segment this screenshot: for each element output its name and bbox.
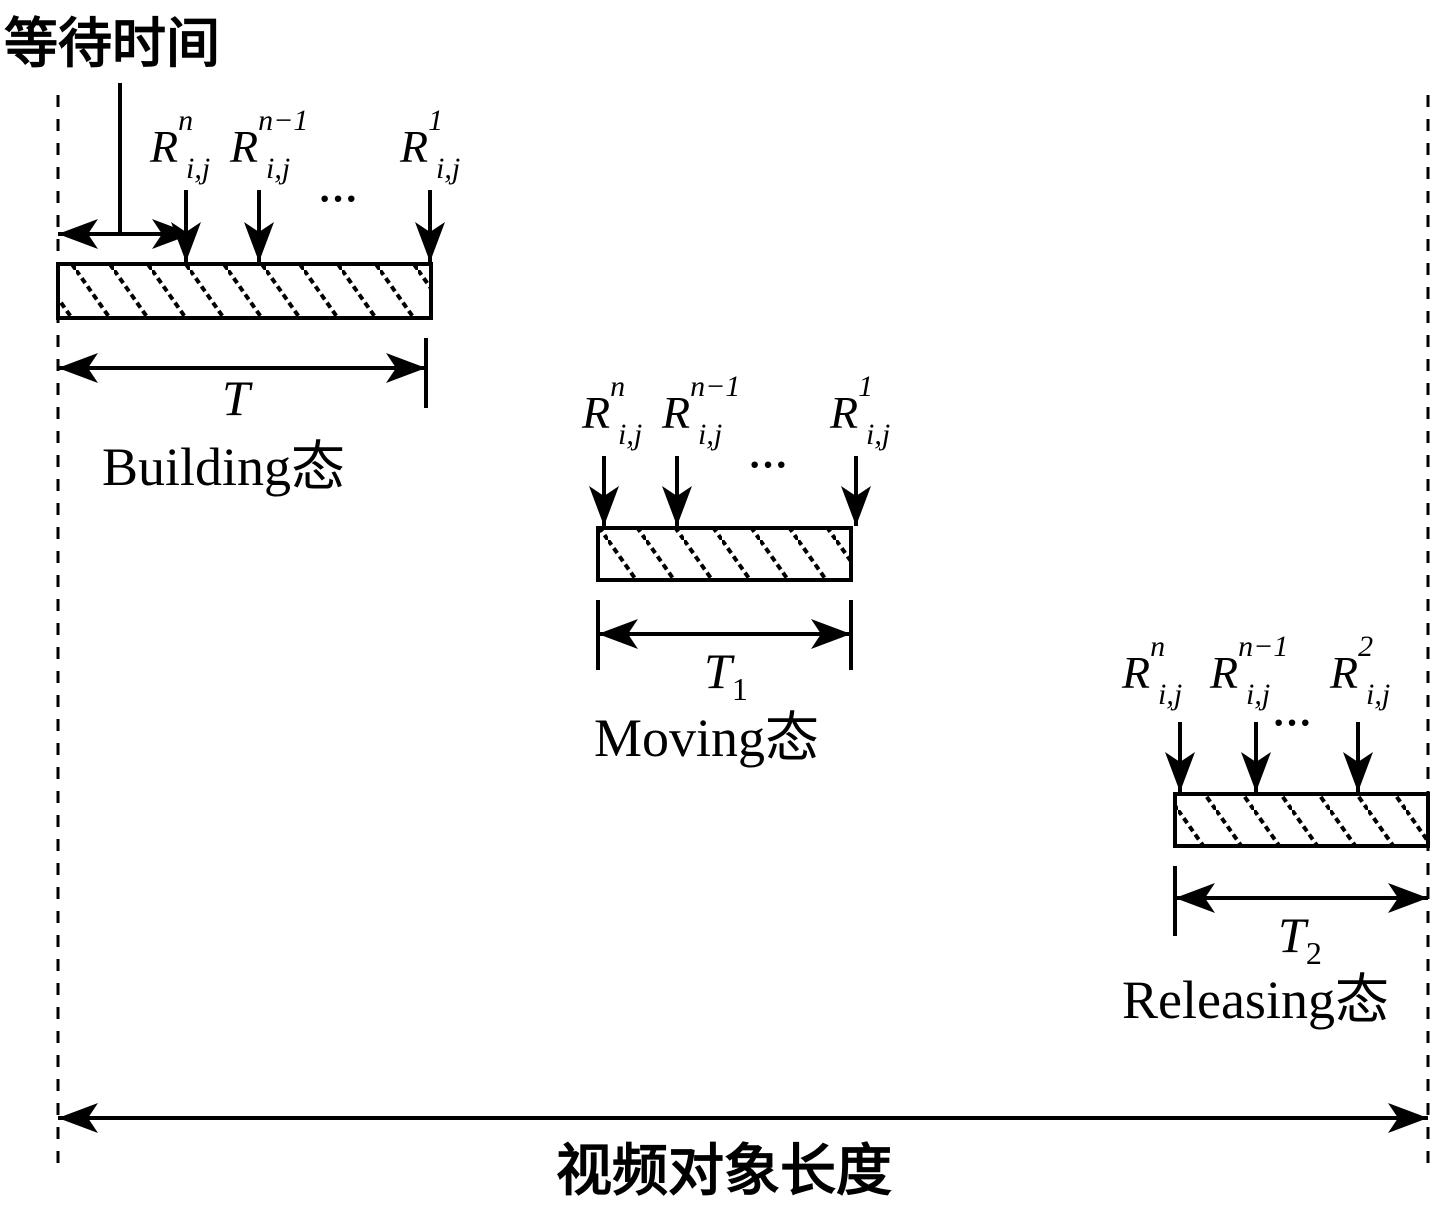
releasing-hatched-bar	[1173, 792, 1430, 848]
releasing-duration-label: T2	[1278, 907, 1322, 971]
building-ellipsis: ···	[318, 176, 358, 221]
moving-state-label: Moving态	[594, 708, 819, 768]
wait-time-label: 等待时间	[4, 14, 220, 74]
releasing-ellipsis: ···	[1272, 700, 1312, 745]
building-duration-label: T	[222, 370, 253, 426]
building-state-label: Building态	[102, 437, 345, 497]
moving-ellipsis: ···	[748, 442, 788, 487]
moving-duration-label: T1	[704, 643, 748, 707]
video-length-label: 视频对象长度	[556, 1141, 892, 1203]
moving-hatched-bar	[596, 526, 853, 582]
releasing-state-label: Releasing态	[1122, 970, 1389, 1030]
building-hatched-bar	[56, 262, 433, 320]
